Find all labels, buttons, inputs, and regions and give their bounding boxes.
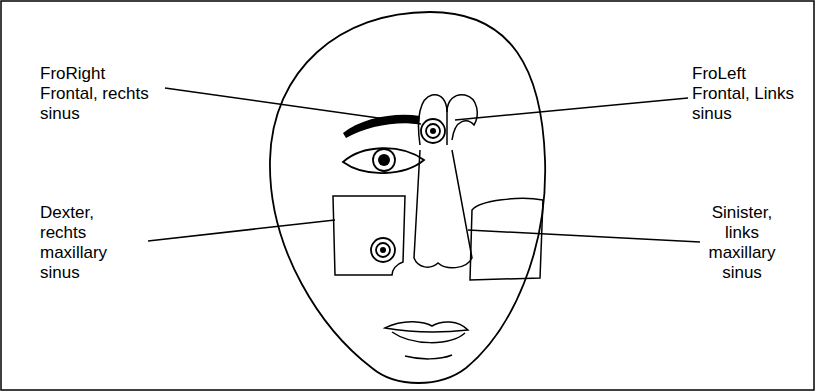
target-marker [376, 243, 390, 257]
callout-label: FroRight Frontal, rechts sinus [40, 64, 152, 124]
iris [373, 149, 395, 171]
frontal-sinus-right [419, 95, 448, 145]
target-marker [421, 119, 445, 143]
mouth-upper-lip [385, 322, 468, 332]
frontal-sinus-left [447, 95, 477, 140]
pupil [378, 154, 390, 166]
target-marker [371, 238, 395, 262]
leader-line [468, 230, 700, 242]
callout-label: FroLeft Frontal, Links sinus [692, 64, 802, 124]
callout-label: Dexter, rechts maxillary sinus [40, 203, 122, 283]
head-outline [270, 12, 545, 383]
leader-line [455, 98, 688, 120]
nose-outline [414, 150, 472, 268]
target-marker [426, 124, 440, 138]
leader-line [148, 220, 335, 241]
chin-line [405, 355, 452, 359]
mouth-lower-lip [392, 332, 465, 343]
leader-line [165, 88, 421, 124]
eye-outline [343, 148, 424, 173]
callout-label: Sinister, links maxillary sinus [700, 203, 784, 283]
target-marker [380, 247, 386, 253]
maxillary-sinus-right [333, 196, 405, 275]
target-marker [430, 128, 436, 134]
maxillary-sinus-left [470, 198, 543, 280]
